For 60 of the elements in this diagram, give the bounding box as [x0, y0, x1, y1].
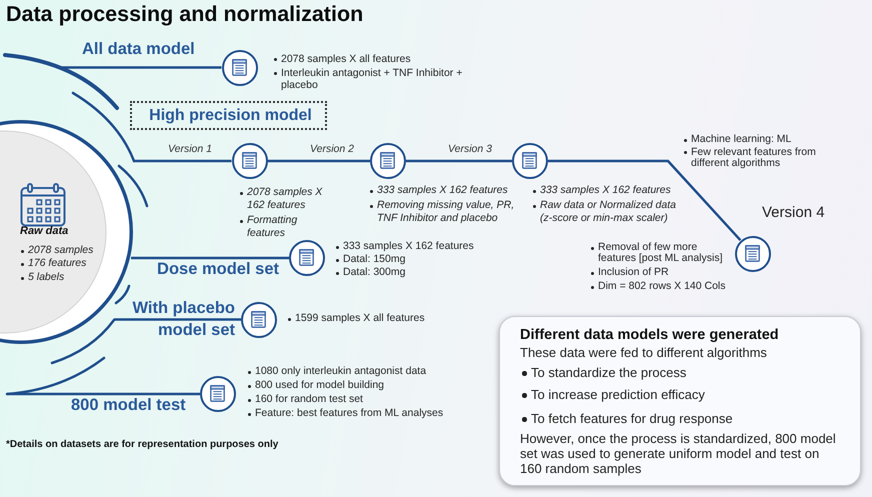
connector-line [7, 392, 200, 396]
info-card [499, 316, 861, 486]
diagram-title: Data processing and normalization [6, 1, 364, 27]
card-text: These data were fed to different algorithms [520, 345, 767, 360]
edge-label: Dose model set [156, 260, 279, 279]
bullet-point: Few relevant features from different algorithms [683, 146, 831, 168]
box-title: High precision model [148, 106, 313, 126]
bullet-point: 160 for random test set [247, 393, 462, 406]
bullet-point: 5 labels [20, 271, 64, 284]
bullet-point: 1080 only interleukin antagonist data [247, 365, 462, 378]
edge-label: Version 4 [762, 204, 825, 222]
bullet-point: 176 features [20, 257, 86, 270]
bullet-point: Inclusion of PR [590, 267, 730, 278]
bullet-point: To standardize the process [521, 365, 851, 381]
connector-line [133, 160, 232, 162]
card-heading: Different data models were generated [520, 327, 779, 344]
bullet-point: 2078 samples X all features [273, 53, 466, 65]
dotted-box [130, 101, 327, 130]
bullet-point: Raw data or Normalized data (z-score or min-max scaler) [532, 199, 680, 225]
edge-label: 800 model test [71, 396, 186, 415]
bullet-point: Datal: 300mg [335, 266, 485, 279]
connector-line [406, 160, 512, 162]
bullet-point: Removing missing value, PR, TNF Inhibitor and placebo [369, 199, 522, 225]
bullet-point: To increase prediction efficacy [521, 387, 851, 403]
connector-line [268, 160, 370, 162]
bullet-point: Removal of few more features [post ML analysis] [590, 242, 730, 264]
bullet-point: 2078 samples [20, 244, 94, 257]
document-circle [241, 302, 277, 338]
edge-label: Version 2 [310, 143, 354, 155]
bullet-point: Machine learning: ML [683, 133, 831, 146]
document-circle [200, 376, 236, 412]
connector-line [114, 318, 241, 321]
bullet-point: Datal: 150mg [335, 253, 485, 266]
document-circle [222, 50, 258, 86]
edge-label: Version 1 [168, 143, 212, 155]
document-circle [289, 240, 325, 276]
edge-label: Version 3 [448, 143, 492, 155]
connector-line [548, 160, 742, 242]
document-circle [512, 143, 548, 179]
connector-line [131, 256, 289, 260]
bullet-point: 2078 samples X 162 features [239, 186, 335, 212]
card-text: However, once the process is standardized, 800 model set was used to generate uniform model and test on 160 random samples [520, 431, 837, 476]
bullet-point: To fetch features for drug response [521, 411, 851, 427]
footnote: *Details on datasets are for representation purposes only [6, 439, 278, 451]
bullet-point: 333 samples X 162 features [369, 184, 522, 197]
bullet-point: Dim = 802 rows X 140 Cols [590, 281, 730, 292]
document-circle [370, 143, 406, 179]
data-title: Raw data [20, 225, 68, 238]
bullet-point: 800 used for model building [247, 379, 462, 392]
bullet-point: 333 samples X 162 features [532, 184, 680, 197]
document-circle [734, 236, 770, 272]
bullet-point: 1599 samples X all features [287, 312, 442, 325]
bullet-point: Feature: best features from ML analyses [247, 407, 462, 420]
connector-line [60, 66, 222, 69]
bullet-point: Formatting features [239, 214, 335, 240]
document-circle [232, 143, 268, 179]
bullet-point: Interleukin antagonist + TNF Inhibitor + placebo [273, 67, 466, 91]
bullet-point: 333 samples X 162 features [335, 240, 485, 253]
edge-label: With placebo model set [131, 298, 235, 341]
edge-label: All data model [82, 40, 195, 59]
